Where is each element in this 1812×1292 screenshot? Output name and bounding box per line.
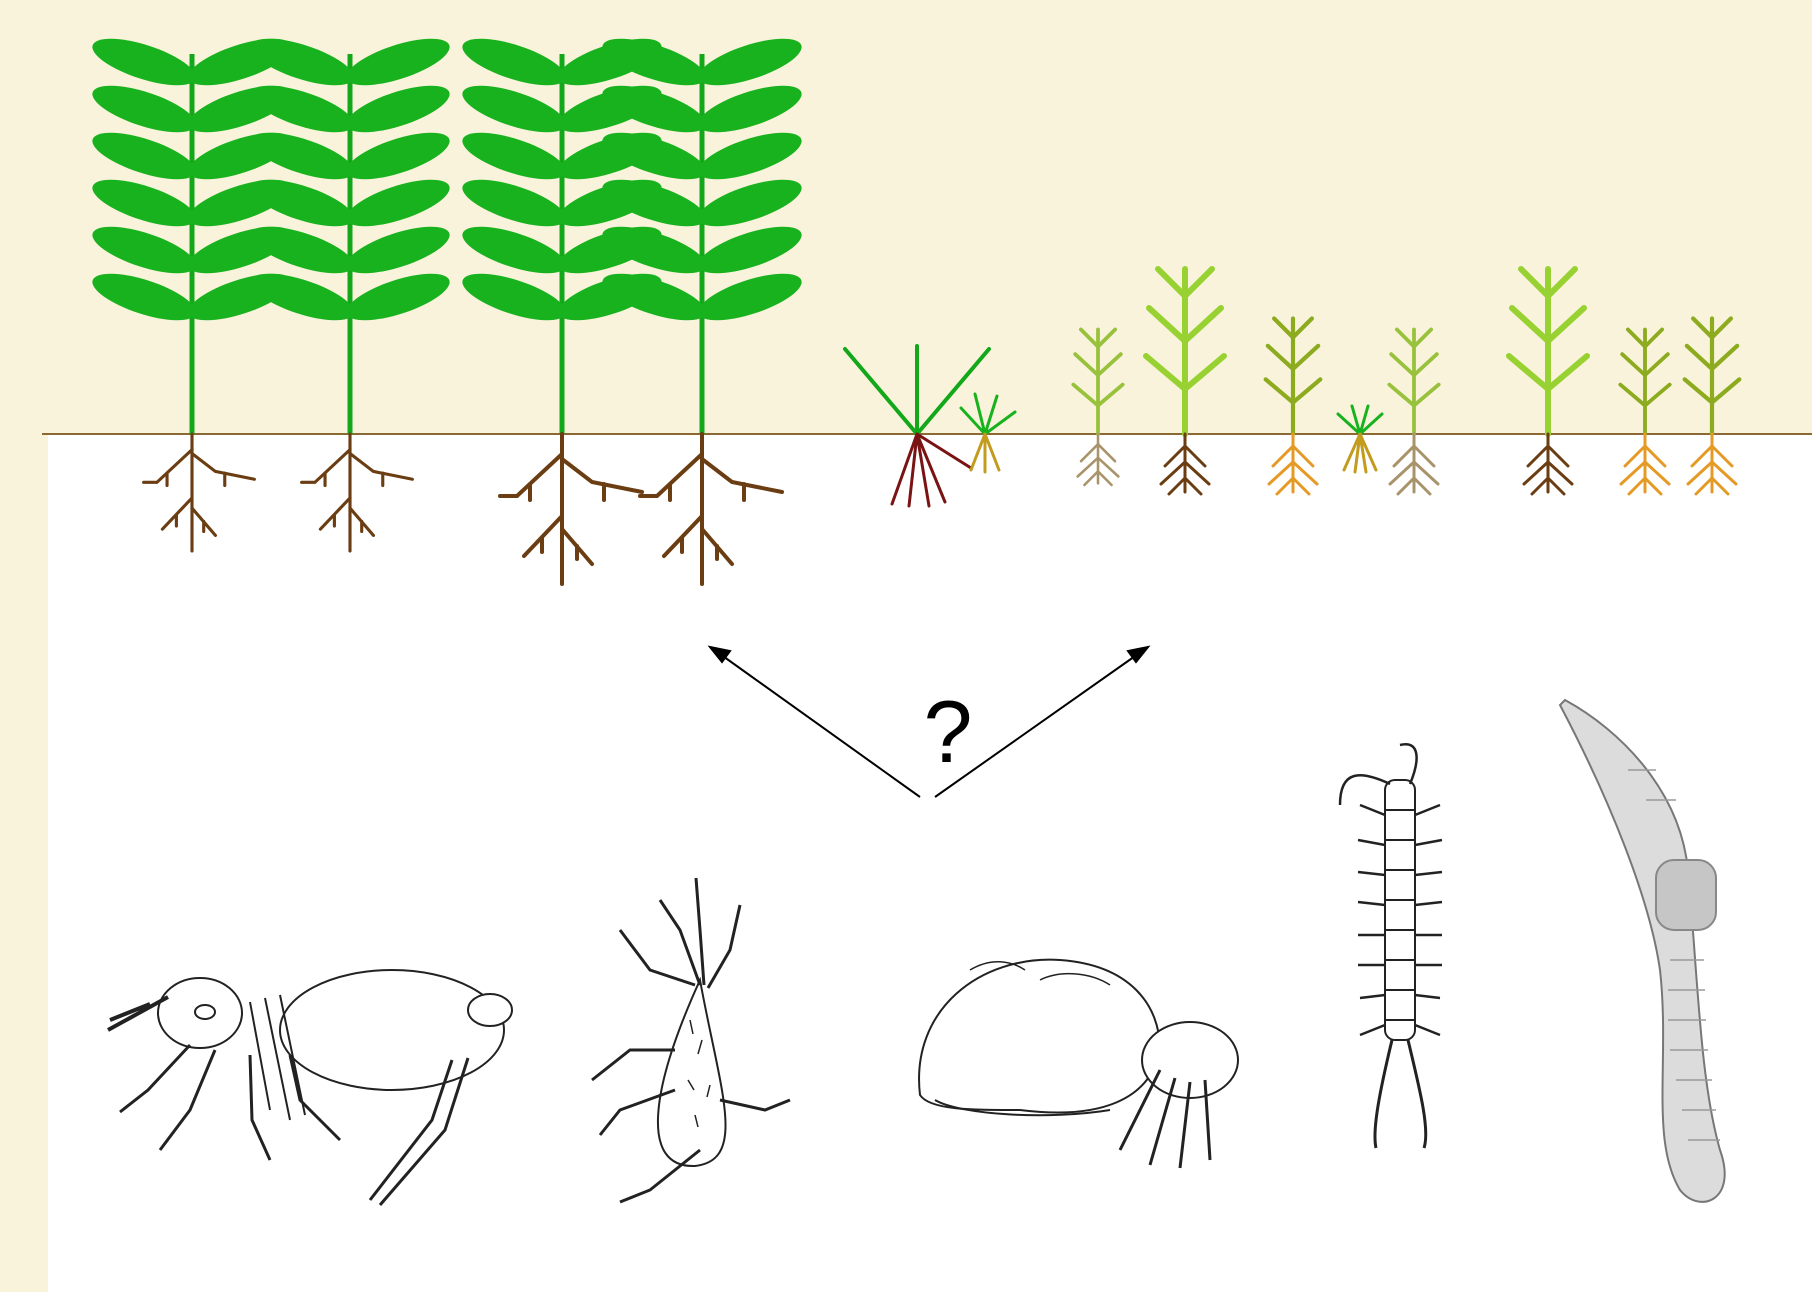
question-mark: ?: [924, 682, 973, 781]
soil-area: [48, 434, 1812, 1292]
stunted-plant-3: [1073, 330, 1122, 486]
